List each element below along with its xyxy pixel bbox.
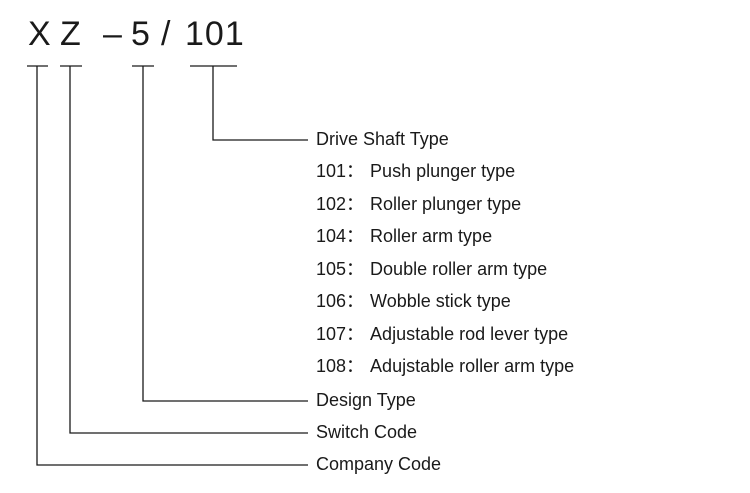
drive-option-108: 108：Adujstable roller arm type (316, 355, 574, 377)
option-name: Double roller arm type (370, 259, 548, 279)
option-code: 105 (316, 259, 347, 279)
option-code: 102 (316, 194, 347, 214)
option-code: 104 (316, 226, 347, 246)
label-company-code: Company Code (316, 454, 442, 474)
option-separator: ： (346, 356, 365, 376)
code-switch-letter: Z (60, 15, 82, 53)
label-design-type: Design Type (316, 390, 416, 410)
connector-company-code (36, 66, 308, 466)
drive-option-107: 107：Adjustable rod lever type (316, 323, 568, 345)
option-name: Roller arm type (370, 226, 493, 246)
code-design-number: 5 (131, 15, 151, 53)
label-switch-code: Switch Code (316, 422, 418, 442)
option-name: Push plunger type (370, 161, 516, 181)
option-name: Wobble stick type (370, 291, 511, 311)
code-drive-number: 101 (185, 15, 245, 53)
option-separator: ： (346, 324, 365, 344)
code-company-letter: X (28, 15, 52, 53)
option-separator: ： (346, 161, 365, 181)
drive-option-102: 102：Roller plunger type (316, 193, 521, 215)
drive-option-101: 101：Push plunger type (316, 160, 515, 182)
connector-drive-shaft (212, 66, 308, 141)
option-name: Adjustable rod lever type (370, 324, 569, 344)
code-dash: – (103, 15, 123, 53)
option-code: 108 (316, 356, 347, 376)
option-name: Roller plunger type (370, 194, 522, 214)
option-code: 101 (316, 161, 347, 181)
option-name: Adujstable roller arm type (370, 356, 575, 376)
drive-option-104: 104：Roller arm type (316, 225, 492, 247)
option-separator: ： (346, 194, 365, 214)
drive-option-106: 106：Wobble stick type (316, 290, 511, 312)
drive-option-105: 105：Double roller arm type (316, 258, 547, 280)
connector-design-type (142, 66, 308, 402)
option-separator: ： (346, 259, 365, 279)
connector-switch-code (69, 66, 308, 434)
option-code: 107 (316, 324, 347, 344)
option-separator: ： (346, 226, 365, 246)
label-drive-shaft-type: Drive Shaft Type (316, 129, 449, 149)
option-code: 106 (316, 291, 347, 311)
code-slash: / (161, 15, 172, 53)
option-separator: ： (346, 291, 365, 311)
